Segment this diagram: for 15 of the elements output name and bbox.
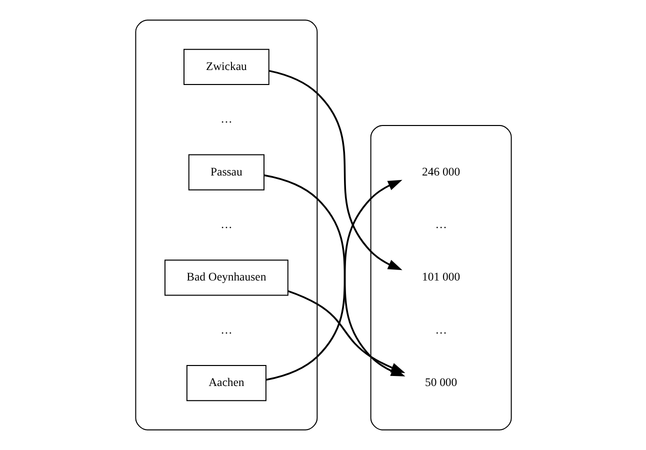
- cluster: [370, 125, 512, 430]
- label: …: [434, 323, 446, 336]
- cluster: [134, 20, 318, 430]
- node-text: 246 000: [422, 165, 460, 178]
- node-box: Aachen: [186, 365, 266, 402]
- label: …: [220, 218, 232, 232]
- node-box: Bad Oeynhausen: [164, 260, 288, 296]
- node-box: Passau: [188, 154, 264, 190]
- label: …: [220, 323, 232, 336]
- label: …: [434, 218, 446, 232]
- node-text: 101 000: [422, 270, 460, 284]
- label: …: [220, 112, 232, 126]
- node-box: Zwickau: [183, 48, 269, 85]
- node-text: 50 000: [424, 376, 457, 390]
- arrow: [268, 70, 402, 270]
